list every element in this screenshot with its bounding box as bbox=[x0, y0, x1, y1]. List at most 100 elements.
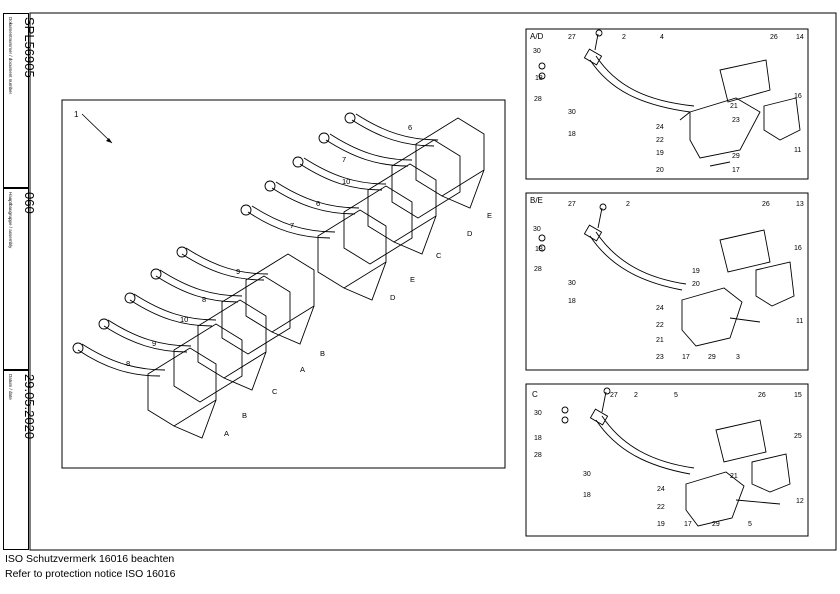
detail-label: 22 bbox=[657, 504, 665, 511]
detail-ad-title: A/D bbox=[530, 32, 544, 41]
detail-be-labels: 27 2 26 13 30 18 28 16 19 20 30 18 24 22… bbox=[533, 201, 804, 361]
detail-label: 4 bbox=[660, 34, 664, 41]
detail-label: 19 bbox=[692, 268, 700, 275]
detail-label: 25 bbox=[794, 433, 802, 440]
detail-label: 17 bbox=[682, 354, 690, 361]
detail-label: 18 bbox=[568, 131, 576, 138]
detail-label: 15 bbox=[794, 392, 802, 399]
detail-c-labels: 27 2 5 26 15 30 18 28 25 21 30 18 24 22 … bbox=[534, 392, 804, 528]
date-cell: Datum / date 29.05.2020 bbox=[3, 370, 37, 550]
main-label: E bbox=[487, 211, 492, 220]
main-label: 7 bbox=[342, 155, 346, 164]
main-label: 10 bbox=[342, 177, 350, 186]
detail-label: 26 bbox=[770, 34, 778, 41]
detail-label: 18 bbox=[535, 75, 543, 82]
main-label: A bbox=[300, 365, 305, 374]
detail-label: 23 bbox=[656, 354, 664, 361]
main-label: 6 bbox=[408, 123, 412, 132]
detail-label: 18 bbox=[583, 492, 591, 499]
rear-tine-row bbox=[240, 112, 485, 301]
main-label: D bbox=[390, 293, 396, 302]
main-label: 7 bbox=[290, 221, 294, 230]
detail-label: 23 bbox=[732, 117, 740, 124]
detail-label: 21 bbox=[730, 103, 738, 110]
main-label: B bbox=[320, 349, 325, 358]
document-number-cell: Dokumentnummer / document number SPL5690… bbox=[3, 13, 37, 188]
detail-label: 21 bbox=[656, 337, 664, 344]
detail-label: 5 bbox=[748, 521, 752, 528]
detail-label: 30 bbox=[568, 280, 576, 287]
detail-c-title: C bbox=[532, 390, 538, 399]
main-label: C bbox=[436, 251, 442, 260]
main-label: 8 bbox=[202, 295, 206, 304]
detail-label: 30 bbox=[583, 471, 591, 478]
detail-label: 12 bbox=[796, 498, 804, 505]
protection-notice-de: ISO Schutzvermerk 16016 beachten bbox=[5, 553, 175, 565]
detail-label: 17 bbox=[732, 167, 740, 174]
detail-label: 29 bbox=[708, 354, 716, 361]
detail-label: 19 bbox=[657, 521, 665, 528]
main-label: 10 bbox=[180, 315, 188, 324]
detail-label: 13 bbox=[796, 201, 804, 208]
detail-label: 19 bbox=[656, 150, 664, 157]
detail-label: 27 bbox=[568, 34, 576, 41]
main-label: A bbox=[224, 429, 229, 438]
detail-label: 16 bbox=[794, 245, 802, 252]
detail-label: 17 bbox=[684, 521, 692, 528]
detail-label: 2 bbox=[634, 392, 638, 399]
detail-label: 18 bbox=[534, 435, 542, 442]
detail-be-title: B/E bbox=[530, 196, 543, 205]
detail-label: 30 bbox=[533, 226, 541, 233]
detail-label: 24 bbox=[657, 486, 665, 493]
detail-label: 11 bbox=[794, 147, 801, 154]
detail-label: 28 bbox=[534, 452, 542, 459]
detail-label: 24 bbox=[656, 305, 664, 312]
detail-label: 22 bbox=[656, 137, 664, 144]
detail-label: 28 bbox=[534, 96, 542, 103]
detail-label: 20 bbox=[656, 167, 664, 174]
detail-label: 18 bbox=[535, 246, 543, 253]
detail-label: 30 bbox=[568, 109, 576, 116]
detail-label: 29 bbox=[732, 153, 740, 160]
assembly-cell: Hauptbaugruppe / assembly 060 bbox=[3, 188, 37, 370]
main-view-labels: 6 7 10 6 7 E D C E D 9 8 10 9 8 B A C B … bbox=[126, 123, 492, 438]
detail-label: 24 bbox=[656, 124, 664, 131]
main-label: B bbox=[242, 411, 247, 420]
detail-label: 27 bbox=[610, 392, 618, 399]
detail-label: 26 bbox=[762, 201, 770, 208]
detail-label: 5 bbox=[674, 392, 678, 399]
detail-label: 29 bbox=[712, 521, 720, 528]
main-label: 9 bbox=[236, 267, 240, 276]
main-label: 6 bbox=[316, 199, 320, 208]
detail-label: 2 bbox=[622, 34, 626, 41]
detail-label: 18 bbox=[568, 298, 576, 305]
detail-label: 21 bbox=[730, 473, 738, 480]
detail-label: 30 bbox=[533, 48, 541, 55]
main-label: C bbox=[272, 387, 278, 396]
detail-label: 30 bbox=[534, 410, 542, 417]
main-label: 8 bbox=[126, 359, 130, 368]
main-callout-1: 1 bbox=[74, 110, 79, 119]
detail-label: 26 bbox=[758, 392, 766, 399]
main-label: E bbox=[410, 275, 415, 284]
detail-label: 3 bbox=[736, 354, 740, 361]
detail-label: 14 bbox=[796, 34, 804, 41]
detail-ad-labels: 27 2 4 26 14 30 18 28 16 30 18 21 23 24 … bbox=[533, 34, 804, 174]
detail-label: 20 bbox=[692, 281, 700, 288]
detail-label: 27 bbox=[568, 201, 576, 208]
front-tine-row bbox=[72, 246, 315, 439]
detail-label: 11 bbox=[796, 318, 803, 325]
main-view-frame bbox=[61, 99, 506, 469]
detail-label: 2 bbox=[626, 201, 630, 208]
main-label: 9 bbox=[152, 339, 156, 348]
main-label: D bbox=[467, 229, 473, 238]
detail-label: 22 bbox=[656, 322, 664, 329]
protection-notice-en: Refer to protection notice ISO 16016 bbox=[5, 568, 176, 580]
detail-label: 28 bbox=[534, 266, 542, 273]
